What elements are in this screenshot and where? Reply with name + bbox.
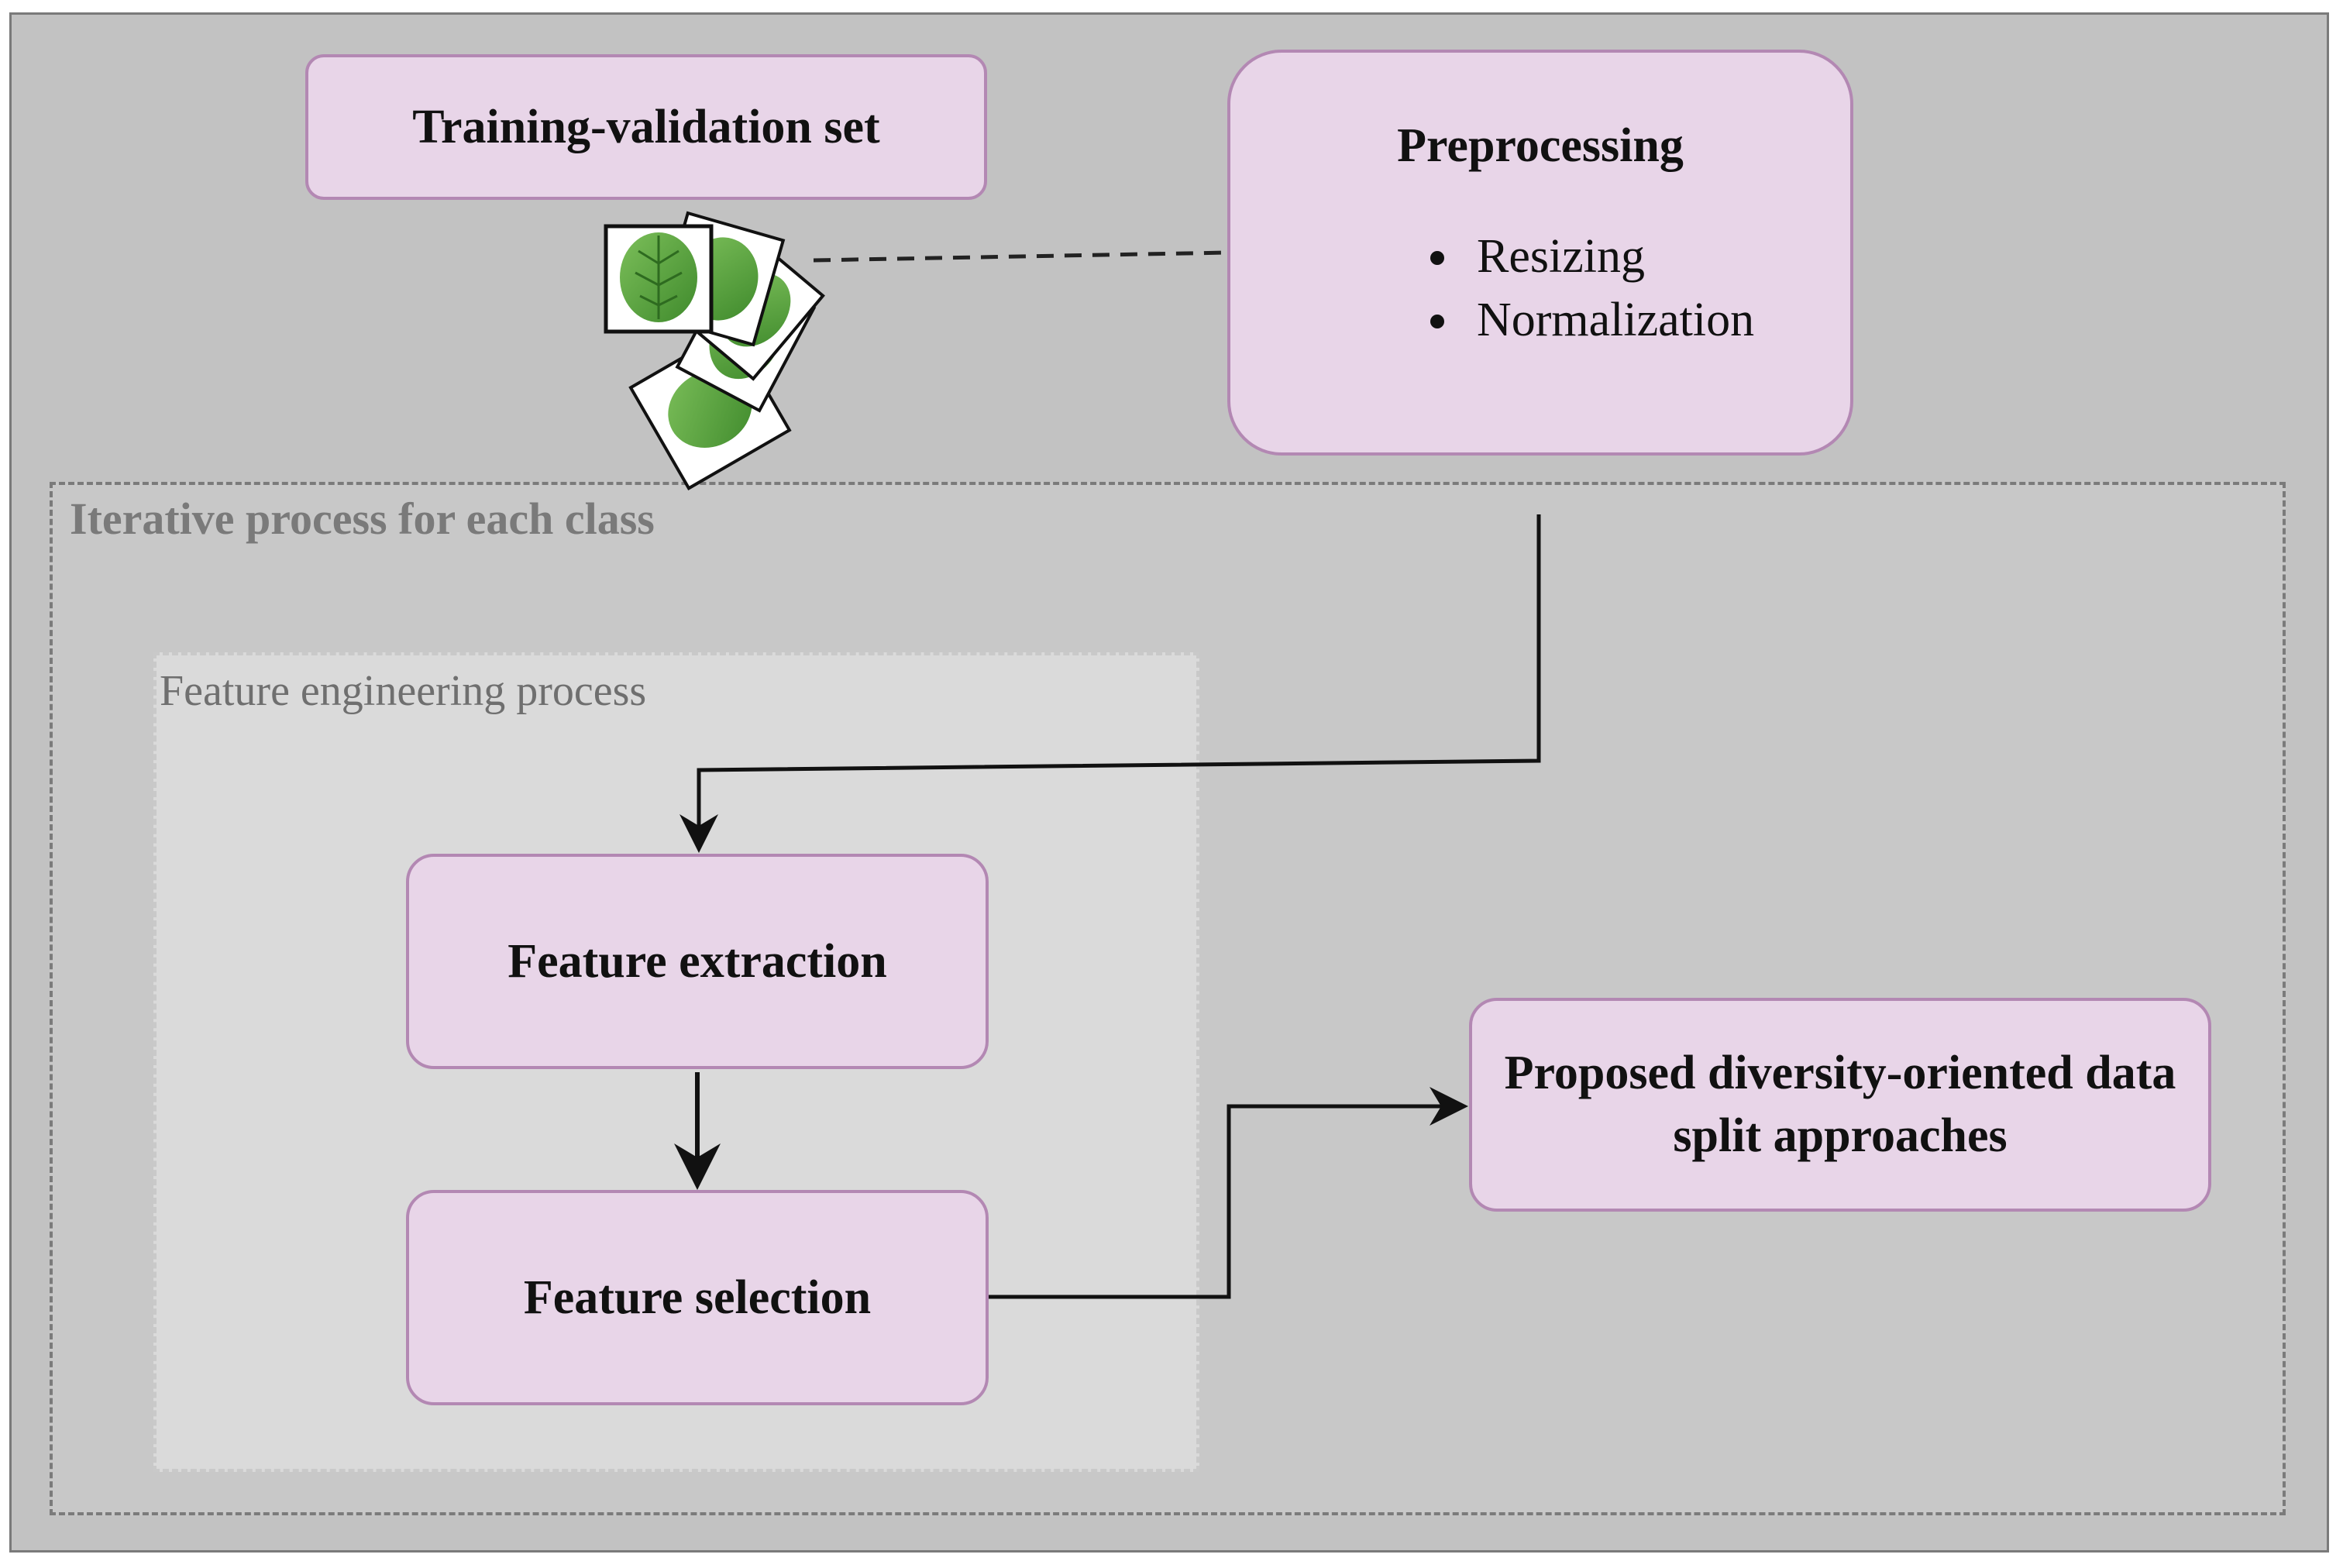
iterative-process-label: Iterative process for each class <box>70 493 655 544</box>
preprocessing-title: Preprocessing <box>1397 119 1684 172</box>
preprocessing-step-resizing: Resizing <box>1430 225 1754 288</box>
feature-extraction-label: Feature extraction <box>507 934 887 988</box>
feature-extraction-node: Feature extraction <box>406 854 989 1069</box>
arrow-selection-to-proposed <box>989 1087 1468 1299</box>
arrow-preprocessing-to-extraction <box>680 514 1541 853</box>
feature-engineering-label: Feature engineering process <box>160 667 647 715</box>
dataset-preprocessing-dashed-link <box>813 250 1228 263</box>
proposed-approaches-label: Proposed diversity-oriented data split a… <box>1504 1047 2176 1162</box>
proposed-approaches-node: Proposed diversity-oriented data split a… <box>1469 998 2211 1212</box>
training-validation-label: Training-validation set <box>412 100 880 153</box>
training-validation-node: Training-validation set <box>305 54 987 200</box>
preprocessing-steps: Resizing Normalization <box>1430 225 1754 352</box>
preprocessing-step-normalization: Normalization <box>1430 288 1754 352</box>
feature-selection-label: Feature selection <box>523 1271 872 1324</box>
feature-selection-node: Feature selection <box>406 1190 989 1405</box>
leaf-image-stack-icon <box>604 211 825 491</box>
preprocessing-node: Preprocessing Resizing Normalization <box>1227 50 1853 456</box>
